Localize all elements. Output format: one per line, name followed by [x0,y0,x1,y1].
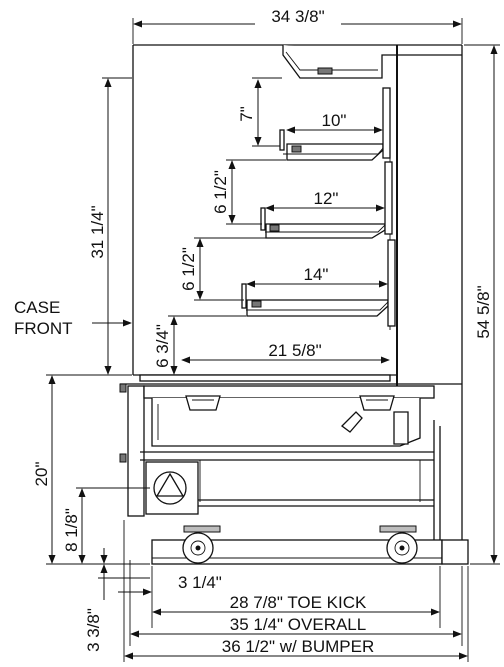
dimension-lines [46,18,500,662]
case-width-label: 34 3/8" [271,7,324,26]
toe-offset-label: 3 1/4" [178,573,222,592]
deck [139,374,391,382]
shelf3-depth-label: 14" [304,265,329,284]
bumper-depth-label: 36 1/2" w/ BUMPER [222,637,374,656]
shelf-1 [279,87,391,161]
grille-height-label: 8 1/8" [62,508,81,552]
shelf-3 [241,239,396,327]
deck-depth-label: 21 5/8" [268,341,321,360]
caster-right [379,525,418,564]
toe-kick-label: 28 7/8" TOE KICK [230,593,367,612]
overall-depth-label: 35 1/4" OVERALL [230,615,366,634]
shelf1-gap-label: 7" [237,106,256,122]
shelf3-gap-label: 6 1/2" [179,247,198,291]
case-front-label-line2: FRONT [14,319,73,338]
bumper-height-label: 3 3/8" [84,608,103,652]
dimension-labels: 34 3/8" 54 5/8" 31 1/4" CASE FRONT 20" 8… [14,6,493,656]
case-front-label-line1: CASE [14,298,60,317]
shelf2-depth-label: 12" [314,189,339,208]
caster-left [182,525,221,564]
deck-gap-label: 6 3/4" [153,324,172,368]
shelves [139,87,396,382]
overall-height-label: 54 5/8" [474,285,493,338]
shelf2-gap-label: 6 1/2" [211,170,230,214]
display-height-label: 31 1/4" [88,205,107,258]
case-base [119,383,469,565]
shelf-2 [260,161,393,239]
shelf1-depth-label: 10" [322,111,347,130]
base-height-label: 20" [32,462,51,487]
